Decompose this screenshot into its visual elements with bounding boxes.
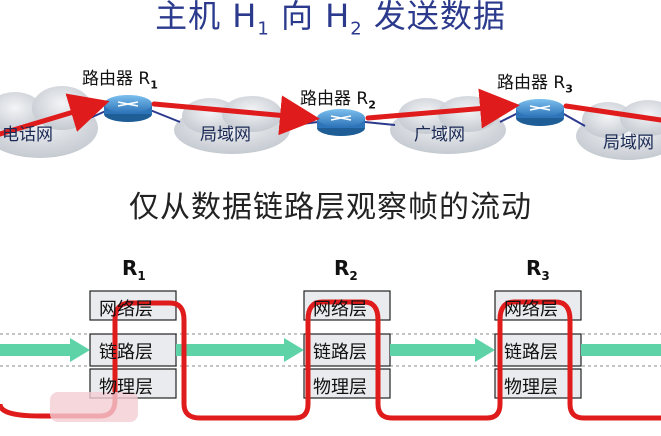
cloud-lan-2 (576, 100, 661, 160)
stack-title-r3: R3 (526, 256, 550, 283)
r3-link-layer: 链路层 (504, 342, 558, 363)
data-path-top (0, 88, 661, 137)
stack-r1 (89, 290, 177, 399)
router-r3-icon (516, 99, 564, 126)
r2-link-layer: 链路层 (313, 342, 367, 363)
router-r2-icon (317, 109, 365, 136)
r1-network-layer: 网络层 (99, 299, 153, 320)
router-r1-label: 路由器 R1 (82, 69, 158, 92)
blur-watermark (50, 392, 138, 422)
router-r1-icon (104, 95, 152, 122)
data-path-bottom (0, 299, 661, 421)
network-label-telephone: 电话网 (2, 125, 53, 145)
router-r2-label: 路由器 R2 (300, 89, 376, 112)
network-label-lan-2: 局域网 (603, 133, 654, 153)
r3-network-layer: 网络层 (504, 299, 558, 320)
subtitle: 仅从数据链路层观察帧的流动 (129, 190, 532, 225)
network-label-wan: 广域网 (414, 125, 465, 145)
frame-flow-arrows (0, 338, 661, 362)
stack-title-r2: R2 (334, 256, 358, 283)
r1-physical-layer: 物理层 (99, 377, 153, 398)
r1-link-layer: 链路层 (99, 342, 153, 363)
router-r3-label: 路由器 R3 (497, 73, 573, 96)
stack-title-r1: R1 (122, 256, 146, 283)
r3-physical-layer: 物理层 (504, 377, 558, 398)
network-label-lan-1: 局域网 (200, 125, 251, 145)
r2-physical-layer: 物理层 (313, 377, 367, 398)
r2-network-layer: 网络层 (313, 299, 367, 320)
page-title: 主机 H1 向 H2 发送数据 (155, 0, 506, 40)
